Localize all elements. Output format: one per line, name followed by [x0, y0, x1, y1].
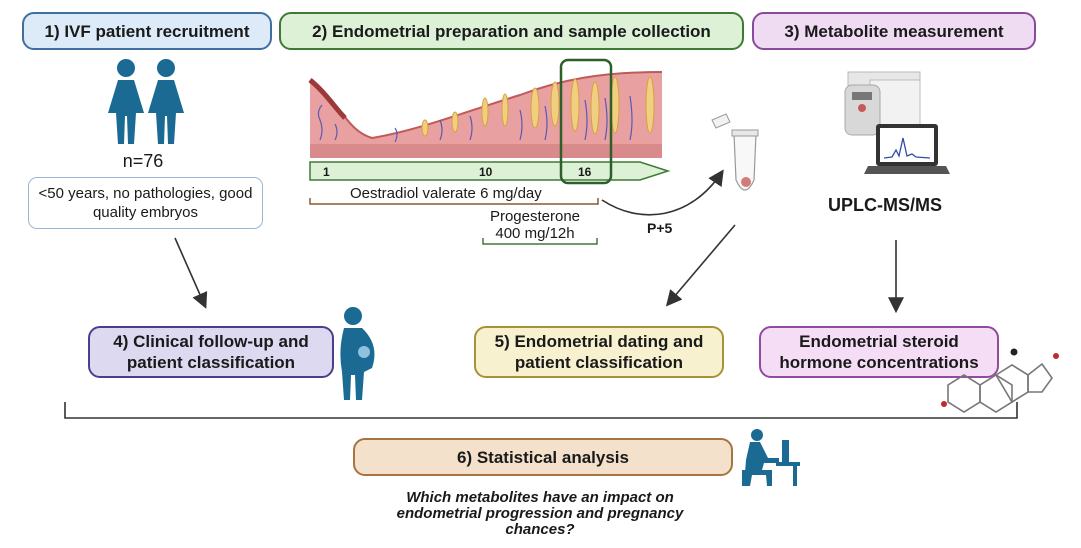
endometrium-illustration [308, 71, 663, 158]
day-16-highlight-frame [559, 58, 613, 185]
cycle-timeline-arrow [309, 161, 671, 181]
step-2-label: 2) Endometrial preparation and sample co… [312, 21, 711, 41]
pregnant-woman-icon [340, 307, 375, 400]
step-5-label: 5) Endometrial dating and patient classi… [494, 332, 704, 372]
participant-count: n=76 [122, 151, 164, 171]
step-3-label: 3) Metabolite measurement [784, 21, 1004, 41]
person-at-computer-icon [742, 429, 800, 486]
research-question: Which metabolites have an impact on endo… [396, 489, 684, 538]
progesterone-label: Progesterone 400 mg/12h [470, 208, 600, 242]
step-6-box: 6) Statistical analysis [353, 438, 733, 476]
steroid-concentrations-box: Endometrial steroid hormone concentratio… [759, 326, 999, 378]
inclusion-criteria-box: <50 years, no pathologies, good quality … [28, 177, 263, 229]
bottom-bracket [64, 402, 1018, 419]
inclusion-criteria-text: <50 years, no pathologies, good quality … [38, 185, 253, 221]
mass-spectrometer-icon [844, 71, 921, 136]
timeline-day-10: 10 [479, 165, 493, 179]
tube-icon [711, 113, 759, 191]
oestradiol-bracket [309, 198, 599, 205]
timeline-day-1: 1 [323, 165, 330, 179]
steroid-molecule-icon [941, 348, 1059, 413]
step-6-label: 6) Statistical analysis [457, 447, 629, 467]
arrow-recruitment-to-followup [174, 237, 208, 309]
timeline-day-16: 16 [578, 165, 592, 179]
step-2-box: 2) Endometrial preparation and sample co… [279, 12, 744, 50]
step-1-label: 1) IVF patient recruitment [44, 21, 250, 41]
step-4-label: 4) Clinical follow-up and patient classi… [113, 332, 309, 372]
step-4-box: 4) Clinical follow-up and patient classi… [88, 326, 334, 378]
progesterone-label-line1: Progesterone [489, 208, 581, 225]
step-3-box: 3) Metabolite measurement [752, 12, 1036, 50]
arrow-tube-to-dating [665, 224, 736, 307]
women-icon [108, 59, 184, 144]
sample-day-label: P+5 [647, 220, 673, 236]
step-1-box: 1) IVF patient recruitment [22, 12, 272, 50]
progesterone-bracket [482, 238, 598, 245]
progesterone-label-line2: 400 mg/12h [495, 225, 575, 242]
sample-collection-arrow [601, 169, 724, 216]
step-5-box: 5) Endometrial dating and patient classi… [474, 326, 724, 378]
laptop-icon [864, 124, 950, 174]
measurement-method-label: UPLC-MS/MS [828, 195, 942, 215]
steroid-concentrations-label: Endometrial steroid hormone concentratio… [779, 332, 979, 372]
oestradiol-label: Oestradiol valerate 6 mg/day [350, 185, 542, 202]
